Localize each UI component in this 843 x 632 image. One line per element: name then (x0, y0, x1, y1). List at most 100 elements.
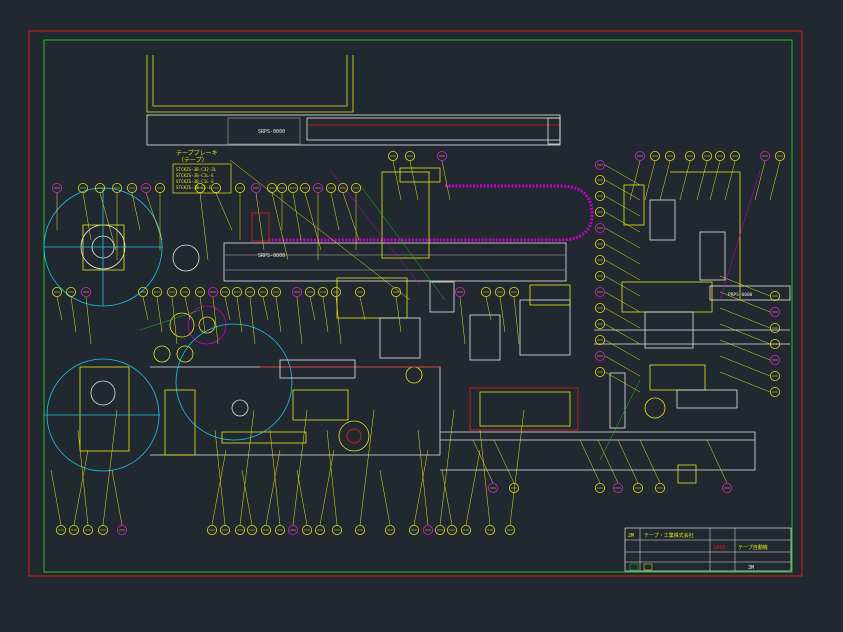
part-balloon (487, 482, 498, 493)
leader-line (139, 309, 201, 331)
leader-line (102, 409, 118, 526)
top-rail-assembly (146, 55, 561, 146)
leader-line (215, 192, 233, 231)
part-balloon (404, 150, 415, 161)
part-balloon (434, 525, 445, 536)
leader-line (70, 296, 77, 333)
leader-line (724, 160, 736, 201)
leader-line (441, 469, 453, 526)
leader-line (131, 192, 141, 231)
leader-line (617, 439, 639, 484)
part-balloon (210, 182, 221, 193)
leader-line (719, 355, 771, 377)
leader-line (171, 296, 178, 345)
part-balloon (246, 525, 257, 536)
part-balloon (194, 286, 205, 297)
lower-base (150, 366, 756, 471)
part-balloon (260, 525, 271, 536)
part-balloon (770, 386, 781, 397)
leader-line (142, 296, 149, 321)
middle-rail-label: SRPS-0000 (258, 253, 285, 259)
leader-line (459, 296, 466, 345)
left-reel-bottom (44, 358, 160, 472)
left-idler-roller (172, 244, 200, 272)
center-mechanism (260, 277, 571, 379)
part-balloon (66, 286, 77, 297)
leader-line (56, 296, 63, 321)
part-balloon (112, 182, 123, 193)
title-block-drawing-no: 2M (628, 533, 634, 539)
right-rail-label: PRPS-0000 (728, 292, 753, 298)
part-balloon (722, 482, 733, 493)
chain-bracket (251, 212, 270, 242)
leader-line (262, 296, 269, 321)
tape-note-line-3: STCKZS-3B-C1L-E (176, 179, 214, 184)
part-balloon (685, 150, 696, 161)
part-balloon (595, 254, 606, 265)
part-balloon (655, 482, 666, 493)
part-balloon (595, 286, 606, 297)
leader-line (236, 296, 243, 333)
leader-line (413, 449, 429, 526)
leader-line (439, 409, 455, 526)
leader-line (485, 296, 492, 321)
leader-line (335, 296, 342, 345)
part-balloon (436, 150, 447, 161)
part-balloon (650, 150, 661, 161)
part-balloon (480, 286, 491, 297)
leader-line (145, 192, 163, 241)
part-balloon (56, 525, 67, 536)
part-balloon (730, 150, 741, 161)
part-balloons (52, 150, 786, 536)
title-block-revision: 1410 (713, 545, 725, 551)
leader-line (719, 291, 771, 313)
part-balloon (384, 525, 395, 536)
leader-line (304, 192, 322, 251)
leader-line (604, 243, 641, 265)
leader-line (604, 371, 641, 393)
part-balloon (299, 182, 310, 193)
leader-line (379, 469, 391, 526)
leader-line (719, 323, 771, 345)
part-balloon (257, 286, 268, 297)
part-balloon (234, 182, 245, 193)
part-balloon (304, 286, 315, 297)
cable-carrier (268, 184, 594, 242)
leader-line (229, 159, 411, 301)
leader-line (644, 160, 656, 201)
leader-line (85, 296, 92, 345)
leader-line (214, 429, 226, 526)
part-balloon (613, 482, 624, 493)
leader-line (409, 160, 419, 201)
leader-line (513, 296, 520, 345)
right-mechanism (594, 171, 791, 484)
part-balloon (595, 159, 606, 170)
leader-line (211, 449, 227, 526)
leader-line (392, 160, 402, 201)
leader-line (77, 429, 89, 526)
tape-note-heading-2: （テープ） (178, 157, 208, 164)
part-balloon (83, 525, 94, 536)
part-balloon (151, 286, 162, 297)
leader-line (597, 439, 619, 484)
part-balloon (760, 150, 771, 161)
part-balloon (770, 322, 781, 333)
leader-line (330, 192, 340, 231)
title-block: 2M テープ・工業株式会社 1410 テープ自動機 3M (624, 527, 792, 572)
leader-line (309, 296, 316, 321)
part-balloon (770, 354, 781, 365)
part-balloon (422, 525, 433, 536)
leader-line (275, 296, 282, 333)
leader-line (769, 160, 781, 201)
part-balloon (595, 318, 606, 329)
leader-line (359, 296, 366, 321)
part-balloon (508, 482, 519, 493)
leader-line (604, 195, 641, 217)
part-balloon (715, 150, 726, 161)
leader-line (296, 469, 308, 526)
top-rail-label: SRPS-0000 (258, 129, 285, 135)
leader-line (465, 449, 481, 526)
tape-note: テープブレーキ （テープ） STCKZS-3B-C32-3L STCKZS-3B… (172, 149, 232, 194)
leader-line (639, 439, 661, 484)
